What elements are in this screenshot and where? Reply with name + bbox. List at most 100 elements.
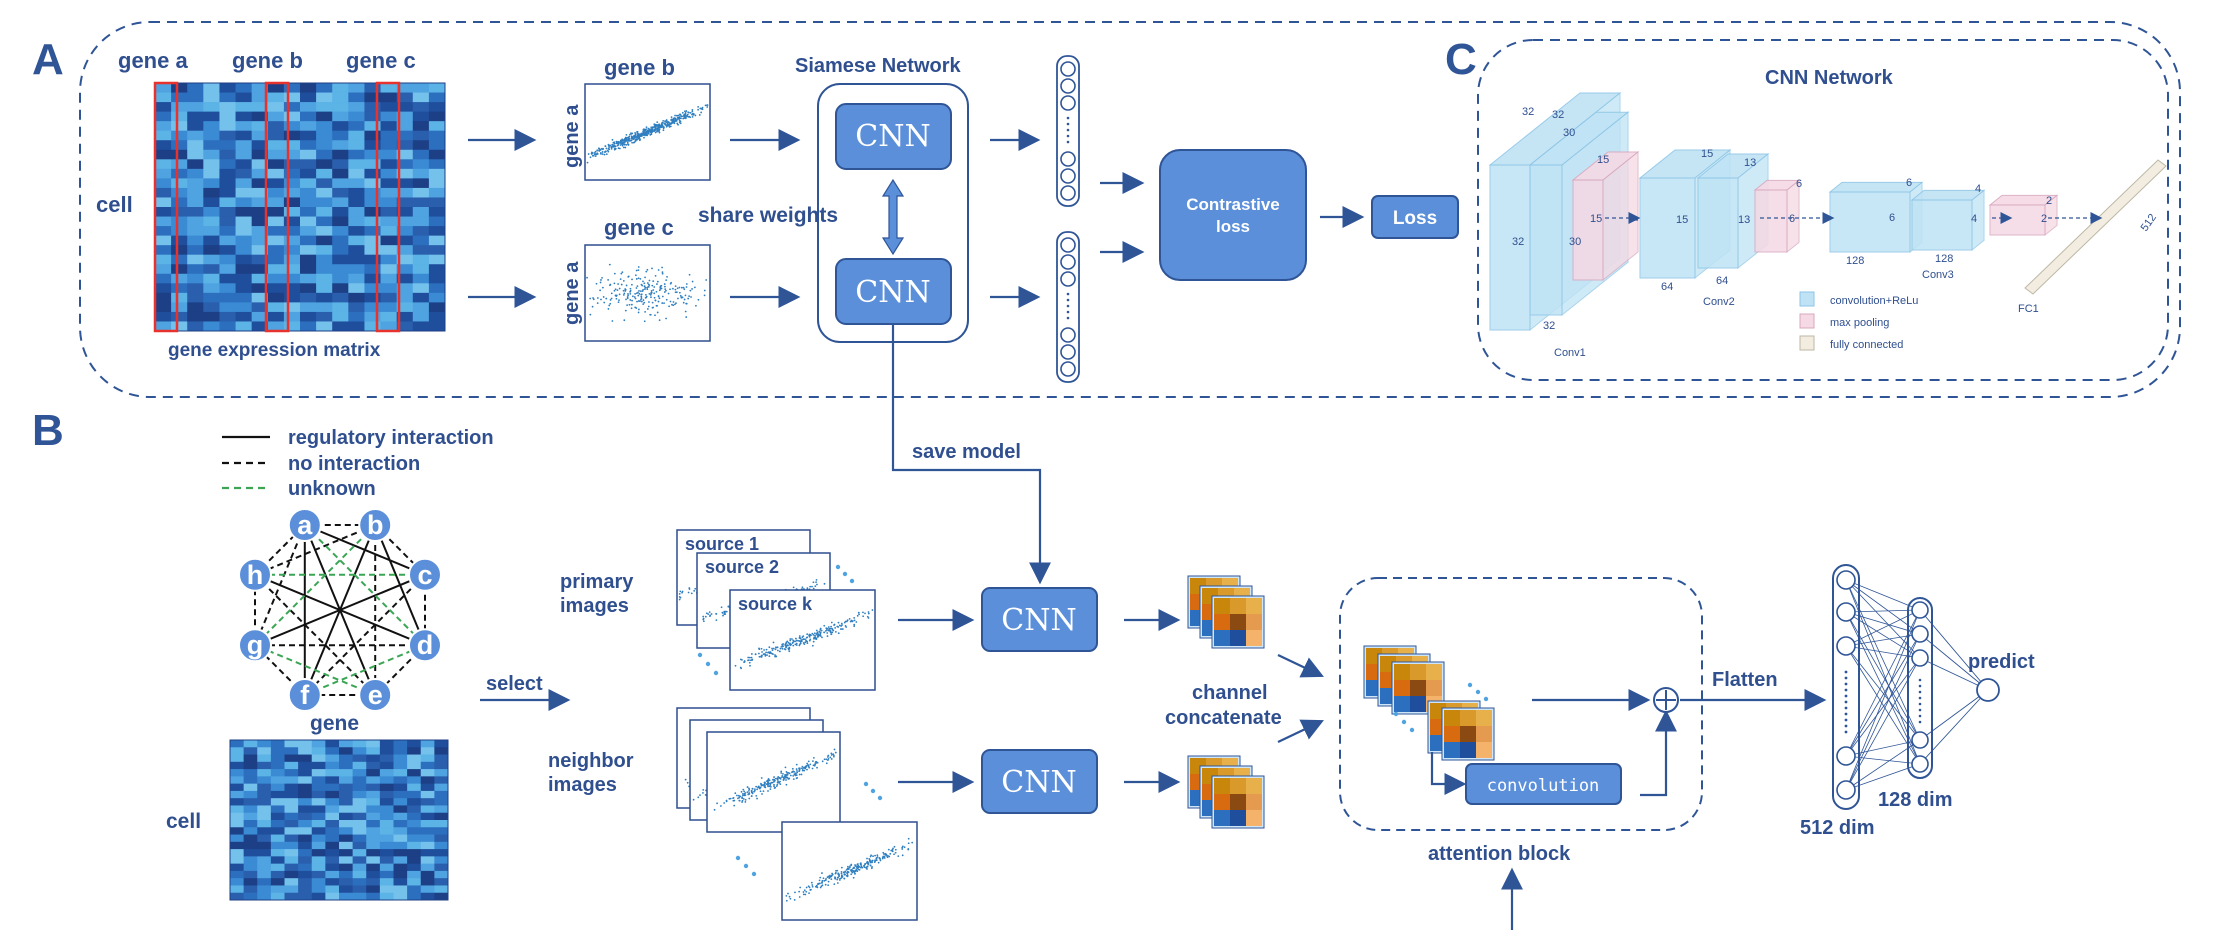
scatter-point <box>640 300 643 303</box>
matrix-cell <box>284 834 299 843</box>
matrix-cell <box>203 130 220 141</box>
scatter-point <box>758 652 760 655</box>
scatter-point <box>823 758 826 761</box>
matrix-cell <box>380 83 398 94</box>
matrix-cell <box>352 885 367 894</box>
matrix-cell <box>283 226 301 237</box>
scatter-point <box>831 627 833 630</box>
matrix-cell <box>393 740 408 748</box>
scatter-point <box>630 303 633 306</box>
stack-dot <box>743 863 749 869</box>
legend-swatch <box>1799 313 1815 329</box>
matrix-cell <box>284 827 299 836</box>
scatter-point <box>846 872 848 874</box>
matrix-cell <box>187 121 204 132</box>
scatter-point <box>729 797 732 800</box>
scatter-point <box>647 132 650 135</box>
matrix-cell <box>187 130 204 141</box>
matrix-cell <box>155 311 172 322</box>
scatter-point <box>670 281 673 284</box>
legend-text: fully connected <box>1830 339 1903 351</box>
scatter-point <box>799 637 802 640</box>
matrix-cell <box>352 761 367 770</box>
matrix-cell <box>393 885 408 894</box>
matrix-cell <box>379 747 394 756</box>
matrix-cell <box>380 111 398 122</box>
feature-map-cell <box>1246 598 1262 614</box>
scatter-point <box>664 123 667 126</box>
scatter-point <box>814 634 816 637</box>
scatter-point <box>659 285 662 288</box>
scatter-point <box>815 578 818 581</box>
scatter-point <box>701 106 704 109</box>
scatter-point <box>651 267 653 270</box>
matrix-cell <box>283 321 301 332</box>
matrix-border <box>229 739 449 901</box>
ellipsis-dot <box>1918 720 1922 724</box>
matrix-cell <box>257 754 272 763</box>
matrix-cell <box>420 878 435 886</box>
graph-edge <box>254 573 426 647</box>
matrix-cell <box>393 747 408 756</box>
scatter-point <box>743 660 746 662</box>
matrix-cell <box>407 769 422 777</box>
matrix-cell <box>366 870 381 879</box>
matrix-cell <box>300 235 317 246</box>
matrix-cell <box>366 790 381 799</box>
scatter-point <box>823 582 826 585</box>
scatter-point <box>801 636 804 639</box>
scatter-point <box>669 125 672 128</box>
scatter-point <box>661 266 663 269</box>
matrix-cell <box>348 226 365 237</box>
scatter-point <box>768 779 771 782</box>
matrix-cell <box>235 235 253 246</box>
matrix-cell <box>352 870 367 879</box>
matrix-cell <box>284 812 299 821</box>
matrix-cell <box>412 121 430 132</box>
matrix-cell <box>283 207 301 218</box>
matrix-cell <box>325 892 340 901</box>
matrix-cell <box>283 92 301 103</box>
matrix-cell <box>332 254 349 265</box>
matrix-cell <box>316 111 333 122</box>
scatter-point <box>645 296 648 299</box>
matrix-cell <box>396 302 414 313</box>
scatter-point <box>792 639 795 642</box>
matrix-cell <box>219 216 237 227</box>
scatter-point <box>707 613 710 616</box>
matrix-cell <box>366 769 381 777</box>
scatter-point <box>869 860 872 862</box>
matrix-cell <box>267 140 285 151</box>
scatter-point <box>681 111 684 114</box>
flatten-label: Flatten <box>1712 669 1778 691</box>
matrix-cell <box>366 878 381 886</box>
convolution-box <box>1465 763 1622 805</box>
matrix-cell <box>396 92 414 103</box>
scatter-point <box>619 278 622 281</box>
scatter-point <box>846 620 848 623</box>
matrix-cell <box>298 878 313 886</box>
dense-edge <box>1845 657 1921 757</box>
scatter-point <box>629 290 631 293</box>
matrix-cell <box>420 805 435 814</box>
scatter-point <box>639 290 642 293</box>
gene-a-label: gene a <box>118 48 188 73</box>
matrix-cell <box>284 885 299 894</box>
scatter-point <box>679 590 682 593</box>
graph-edge <box>254 644 376 696</box>
scatter-point <box>780 770 783 773</box>
scatter-point <box>897 855 900 858</box>
scatter-point <box>627 294 629 297</box>
vector-dot <box>1066 310 1070 314</box>
scatter-point <box>664 285 666 288</box>
matrix-cell <box>257 776 272 785</box>
matrix-cell <box>235 321 253 332</box>
matrix-cell <box>393 827 408 836</box>
scatter-point <box>661 271 664 274</box>
matrix-cell <box>270 812 285 821</box>
scatter-point <box>682 301 685 304</box>
scatter-point <box>725 800 728 803</box>
matrix-cell <box>407 820 422 828</box>
matrix-cell <box>251 102 269 113</box>
scatter-point <box>744 794 747 797</box>
